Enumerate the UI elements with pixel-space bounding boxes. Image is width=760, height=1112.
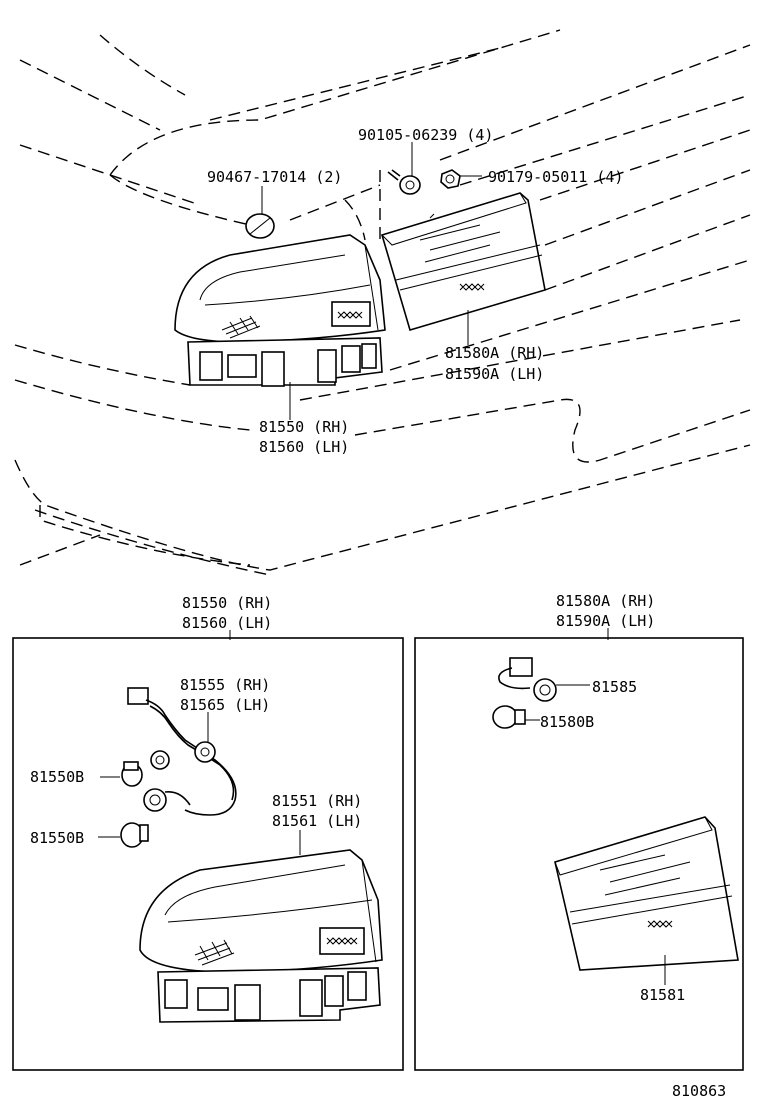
left-detail-box <box>12 637 404 1071</box>
inner-lamp-assembly <box>381 192 546 331</box>
lens-label-rh: 81551 (RH) <box>272 792 362 810</box>
outer-tail-lamp-assembly <box>174 234 386 387</box>
tail-lamp-lens-housing <box>139 849 383 1023</box>
outer-lamp-label-rh: 81550 (RH) <box>259 418 349 436</box>
clip-label: 90467-17014 (2) <box>207 168 342 186</box>
leader-lines-top <box>261 142 482 420</box>
bolt-icon <box>387 169 421 195</box>
bulb-icon <box>120 822 149 848</box>
clip-icon <box>245 213 275 239</box>
lens-label-lh: 81561 (LH) <box>272 812 362 830</box>
car-body-outline <box>14 29 751 576</box>
inner-lamp-label-lh: 81590A (LH) <box>445 365 544 383</box>
inner-lamp-label-rh: 81580A (RH) <box>445 344 544 362</box>
inner-lamp-lens <box>554 816 739 971</box>
bulb-label-1: 81550B <box>30 768 84 786</box>
bulb-icon <box>121 761 143 787</box>
socket-wire-label-lh: 81565 (LH) <box>180 696 270 714</box>
left-box-title-lh: 81560 (LH) <box>182 614 272 632</box>
right-detail-box <box>414 637 744 1071</box>
bulb-icon <box>492 705 526 729</box>
diagram-number: 810863 <box>672 1082 726 1100</box>
socket-and-wire-icon <box>127 687 237 816</box>
right-box-title-lh: 81590A (LH) <box>556 612 655 630</box>
outer-lamp-label-lh: 81560 (LH) <box>259 438 349 456</box>
bulb-label-2: 81550B <box>30 829 84 847</box>
right-box-title-rh: 81580A (RH) <box>556 592 655 610</box>
socket-right-label: 81585 <box>592 678 637 696</box>
left-box-title-rh: 81550 (RH) <box>182 594 272 612</box>
socket-icon <box>498 657 557 702</box>
socket-wire-label-rh: 81555 (RH) <box>180 676 270 694</box>
bolt-label: 90105-06239 (4) <box>358 126 493 144</box>
nut-icon <box>440 169 461 189</box>
bulb-right-label: 81580B <box>540 713 594 731</box>
lens-right-label: 81581 <box>640 986 685 1004</box>
nut-label: 90179-05011 (4) <box>488 168 623 186</box>
